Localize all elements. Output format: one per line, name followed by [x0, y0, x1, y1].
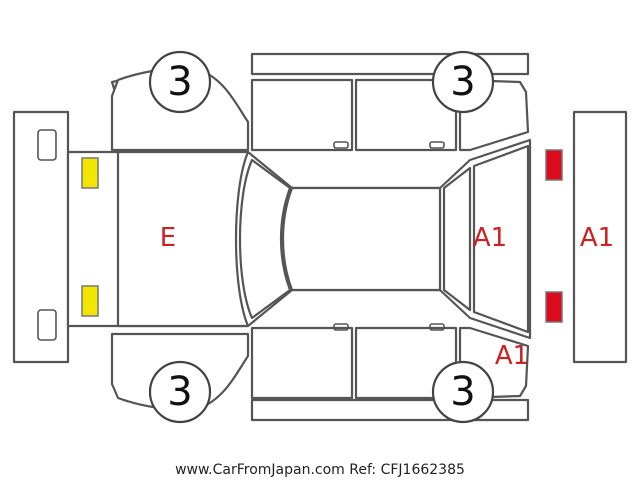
headlight-left-marker	[81, 157, 99, 189]
tire-front-left-value: 3	[167, 59, 192, 105]
tire-rear-left-value: 3	[450, 59, 475, 105]
tire-front-left: 3	[148, 50, 212, 114]
tire-rear-right-value: 3	[450, 369, 475, 415]
damage-code-rear-bumper: A1	[580, 223, 614, 253]
damage-code-hood: E	[160, 223, 176, 253]
tire-front-right: 3	[148, 360, 212, 424]
taillight-right-marker	[545, 291, 563, 323]
left-side-panels	[110, 52, 530, 152]
taillight-left-marker	[545, 149, 563, 181]
tire-front-right-value: 3	[167, 369, 192, 415]
tire-rear-right: 3	[431, 360, 495, 424]
car-body-top-view	[66, 138, 532, 340]
headlight-right-marker	[81, 285, 99, 317]
tire-rear-left: 3	[431, 50, 495, 114]
damage-code-rear-quarter-right: A1	[495, 341, 529, 371]
damage-code-rear-window: A1	[473, 223, 507, 253]
source-reference: www.CarFromJapan.com Ref: CFJ1662385	[175, 462, 465, 478]
rear-bumper	[572, 110, 628, 364]
front-bumper	[12, 110, 70, 364]
